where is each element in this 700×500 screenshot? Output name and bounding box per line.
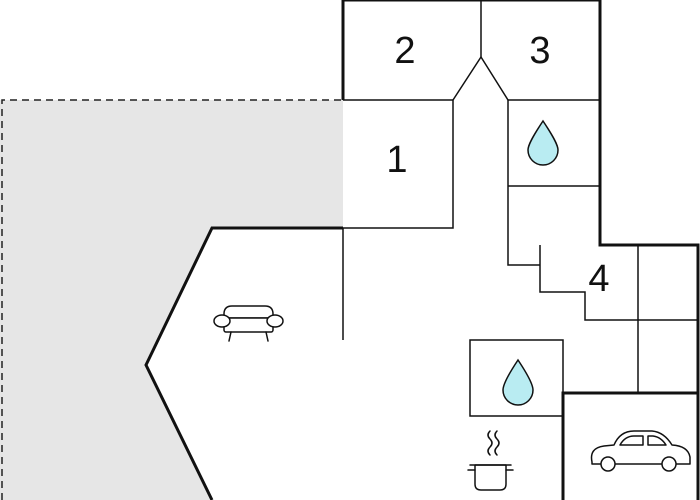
terrace-area <box>0 99 343 500</box>
cooking-pot-icon <box>467 430 514 491</box>
room-label-1: 1 <box>386 139 407 181</box>
room-label-4: 4 <box>588 258 609 300</box>
car-icon <box>590 430 691 472</box>
water-drop-icon <box>502 358 534 406</box>
outer-walls <box>144 0 700 500</box>
sofa-icon <box>213 305 284 342</box>
room-label-2: 2 <box>394 30 415 72</box>
interior-walls <box>342 0 698 417</box>
room-label-3: 3 <box>529 30 550 72</box>
water-drop-icon <box>527 119 559 166</box>
